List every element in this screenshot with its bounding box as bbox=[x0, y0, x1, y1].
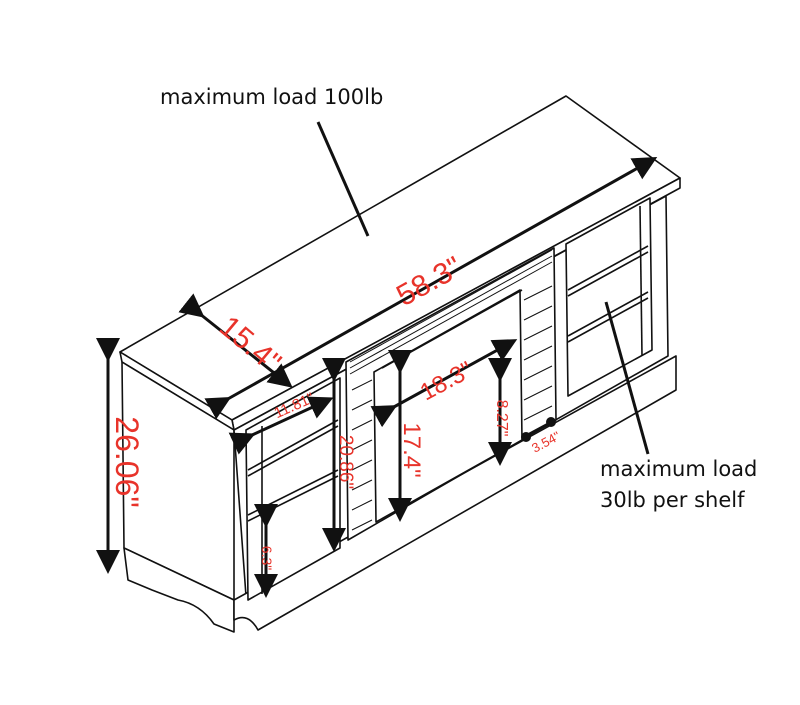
bottom-clearance-label: 6.3" bbox=[259, 546, 275, 570]
fireplace-width-arrow bbox=[370, 339, 518, 428]
shelf-load-note-line2: 30lb per shelf bbox=[600, 488, 745, 512]
depth-arrow bbox=[178, 293, 293, 388]
shelf-load-note-line1: maximum load bbox=[600, 457, 758, 481]
base-left bbox=[123, 547, 235, 633]
top-load-leader bbox=[316, 121, 370, 237]
height-label: 26.06" bbox=[109, 416, 145, 507]
width-arrow bbox=[204, 157, 658, 420]
base-front bbox=[233, 355, 677, 631]
side-shelf-arrow bbox=[228, 396, 334, 455]
leg-gap-dots bbox=[521, 417, 556, 442]
tv-stand-drawing bbox=[119, 95, 681, 633]
dimension-arrows bbox=[96, 157, 658, 598]
fireplace-height-label: 17.4" bbox=[398, 422, 425, 477]
top-load-note: maximum load 100lb bbox=[160, 85, 384, 109]
insert-depth-label: 8.27" bbox=[493, 400, 510, 437]
side-opening-label: 20.86" bbox=[335, 435, 356, 489]
